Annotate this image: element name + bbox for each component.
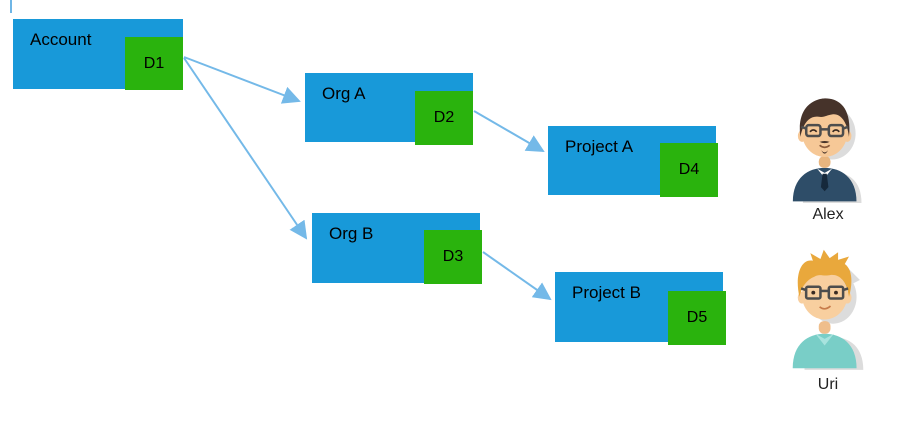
badge-d4-label: D4 (678, 161, 700, 178)
alex-avatar-icon (792, 98, 862, 203)
edge-d2-to-project-a (473, 110, 545, 153)
edge-d1-to-org-a (183, 56, 301, 104)
badge-d5: D5 (668, 291, 726, 345)
uri-name-label: Uri (817, 376, 839, 393)
uri-avatar-icon (792, 249, 864, 370)
badge-d1-label: D1 (143, 54, 165, 72)
edge-d1-to-org-b (183, 57, 308, 240)
badge-d5-label: D5 (686, 309, 708, 326)
badge-d3-label: D3 (442, 248, 464, 265)
edge-d3-to-project-b (482, 251, 552, 301)
badge-d2: D2 (415, 91, 473, 145)
badge-d4: D4 (660, 143, 718, 197)
node-org-a-label: Org A (322, 84, 366, 103)
alex-name-label: Alex (812, 206, 844, 223)
node-project-b-label: Project B (572, 283, 641, 302)
badge-d3: D3 (424, 230, 482, 284)
node-project-a-label: Project A (565, 137, 634, 156)
badge-d2-label: D2 (433, 109, 455, 126)
node-account-label: Account (30, 30, 92, 49)
clipped-connector-artifact (10, 0, 12, 13)
node-org-b-label: Org B (329, 224, 374, 243)
badge-d1: D1 (125, 37, 183, 90)
